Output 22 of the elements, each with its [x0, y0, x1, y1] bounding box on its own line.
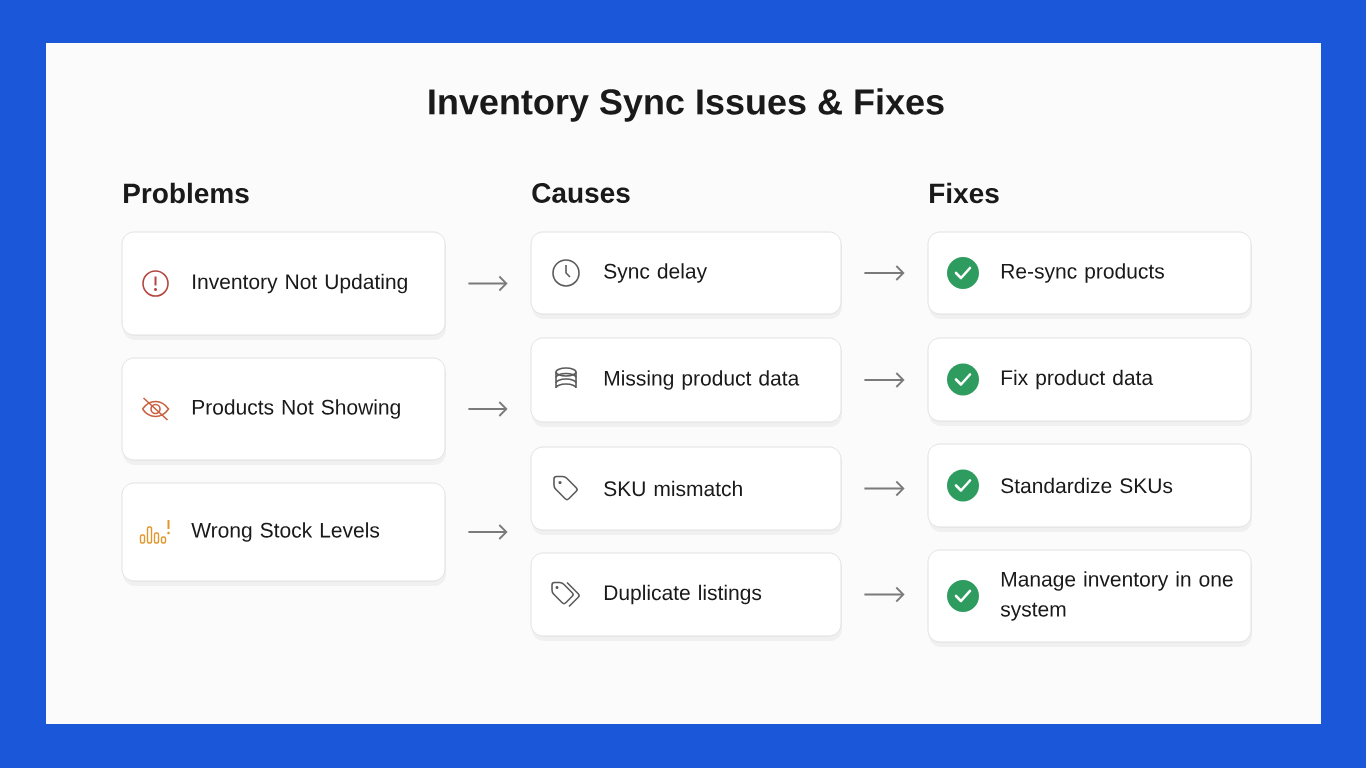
cause-card: Duplicate listings — [530, 552, 842, 641]
fix-card: Fix product data — [927, 337, 1252, 426]
arrow — [863, 265, 905, 281]
title: Inventory Sync Issues & Fixes — [429, 88, 944, 122]
arrow — [863, 372, 905, 388]
problem-card: Products Not Showing — [121, 357, 446, 465]
arrow — [863, 480, 905, 497]
cause-card: Sync delay — [530, 231, 842, 319]
column-heading: Problems — [124, 182, 249, 204]
fix-card: Re-sync products — [927, 231, 1252, 319]
arrow — [863, 586, 905, 603]
problem-card: Wrong Stock Levels — [121, 482, 446, 586]
arrow — [467, 524, 508, 540]
cause-card: SKU mismatch — [530, 446, 842, 535]
arrow — [467, 275, 508, 292]
column-heading: Fixes — [930, 182, 999, 204]
column-heading: Causes — [532, 183, 630, 203]
problem-card: Inventory Not Updating — [121, 231, 446, 340]
cause-card: Missing product data — [530, 337, 842, 427]
arrow — [467, 401, 508, 417]
fix-card: Standardize SKUs — [927, 443, 1252, 532]
fix-card: Manage inventory in one system — [927, 549, 1252, 647]
